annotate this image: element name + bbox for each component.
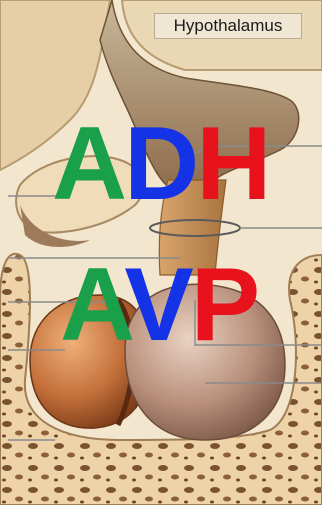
overlay-letter-h: H — [196, 106, 268, 222]
overlay-line-avp: AVP — [60, 253, 257, 357]
overlay-line-adh: ADH — [52, 112, 268, 216]
overlay-letter-p: P — [191, 247, 257, 363]
overlay-letter-a: A — [60, 247, 124, 363]
hypothalamus-label: Hypothalamus — [154, 13, 302, 39]
overlay-letter-d: D — [124, 106, 196, 222]
overlay-letter-v: V — [124, 247, 190, 363]
overlay-letter-a: A — [52, 106, 124, 222]
